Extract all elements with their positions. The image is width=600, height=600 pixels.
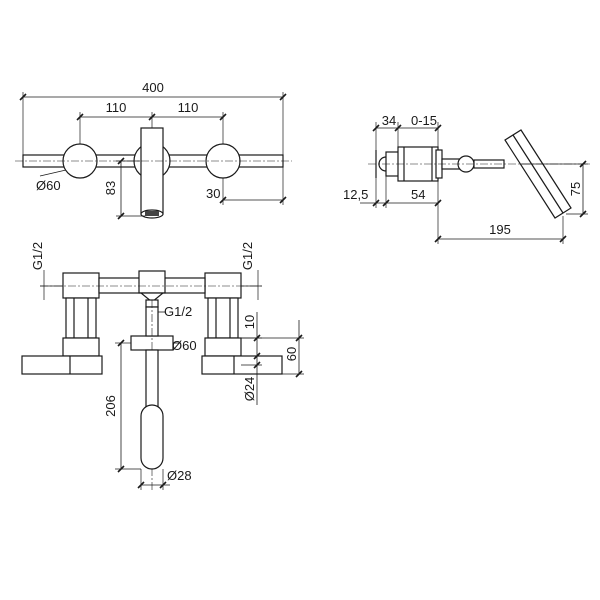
- side-dim-75-label: 75: [568, 182, 583, 196]
- top-right-rosette: [204, 337, 242, 357]
- side-dim-195-label: 195: [489, 222, 511, 237]
- front-dim-110-right-label: 110: [178, 100, 199, 115]
- front-dim-110-left-label: 110: [106, 100, 127, 115]
- tick-mark-icon: [117, 212, 125, 220]
- tick-mark-icon: [579, 160, 587, 168]
- front-dim-30-label: 30: [206, 186, 220, 201]
- top-left-valve-block: [62, 272, 100, 299]
- tick-mark-icon: [219, 113, 227, 121]
- top-dim-10-label: 10: [242, 315, 257, 329]
- front-dim-400-label: 400: [142, 80, 164, 95]
- top-dia60-label: Ø60: [172, 338, 197, 353]
- top-left-lever: [21, 355, 103, 375]
- top-thread-left-label: G1/2: [30, 242, 45, 270]
- front-dia60-leader: [39, 169, 67, 177]
- front-view: 400 110 110 Ø60 83 30: [15, 80, 292, 220]
- top-dim-206-label: 206: [103, 395, 118, 417]
- side-dim-54-label: 54: [411, 187, 425, 202]
- top-center-tee: [138, 270, 166, 294]
- tick-mark-icon: [279, 93, 287, 101]
- front-spout-aerator: [145, 211, 159, 216]
- tick-mark-icon: [76, 113, 84, 121]
- tick-mark-icon: [372, 199, 380, 207]
- top-dia24-label: Ø24: [242, 377, 257, 402]
- tick-mark-icon: [117, 339, 125, 347]
- top-left-rosette: [62, 337, 100, 357]
- top-view: G1/2 G1/2 G1/2 Ø60 10 60 Ø24: [21, 242, 304, 490]
- top-thread-right-label: G1/2: [240, 242, 255, 270]
- side-dim-015-label: 0-15: [411, 113, 437, 128]
- side-dim-34-label: 34: [382, 113, 396, 128]
- top-center-spout-bowl: [140, 404, 164, 470]
- top-right-valve-block: [204, 272, 242, 299]
- top-dia28-label: Ø28: [167, 468, 192, 483]
- side-view: 34 0-15 12,5 54 75 195: [343, 113, 590, 244]
- tick-mark-icon: [382, 199, 390, 207]
- tick-mark-icon: [117, 157, 125, 165]
- tick-mark-icon: [295, 334, 303, 342]
- side-dim-125-label: 12,5: [343, 187, 368, 202]
- tick-mark-icon: [394, 124, 402, 132]
- top-dim-60-label: 60: [284, 347, 299, 361]
- tick-mark-icon: [434, 235, 442, 243]
- tick-mark-icon: [579, 210, 587, 218]
- tick-mark-icon: [295, 370, 303, 378]
- front-dim-83-label: 83: [103, 181, 118, 195]
- tick-mark-icon: [372, 124, 380, 132]
- tick-mark-icon: [434, 199, 442, 207]
- tick-mark-icon: [137, 481, 145, 489]
- tick-mark-icon: [148, 113, 156, 121]
- side-spout-mid: [512, 134, 564, 214]
- tick-mark-icon: [253, 361, 261, 369]
- top-center-spout-tube: [145, 349, 159, 411]
- tick-mark-icon: [559, 235, 567, 243]
- tick-mark-icon: [159, 481, 167, 489]
- tick-mark-icon: [279, 196, 287, 204]
- front-spout: [140, 127, 164, 215]
- top-right-stem: [207, 297, 239, 339]
- chevron-down-icon: [139, 292, 165, 303]
- tick-mark-icon: [117, 465, 125, 473]
- tick-mark-icon: [19, 93, 27, 101]
- tick-mark-icon: [219, 196, 227, 204]
- top-thread-center-label: G1/2: [164, 304, 192, 319]
- front-dia60-label: Ø60: [36, 178, 61, 193]
- tick-mark-icon: [434, 124, 442, 132]
- top-left-stem: [65, 297, 97, 339]
